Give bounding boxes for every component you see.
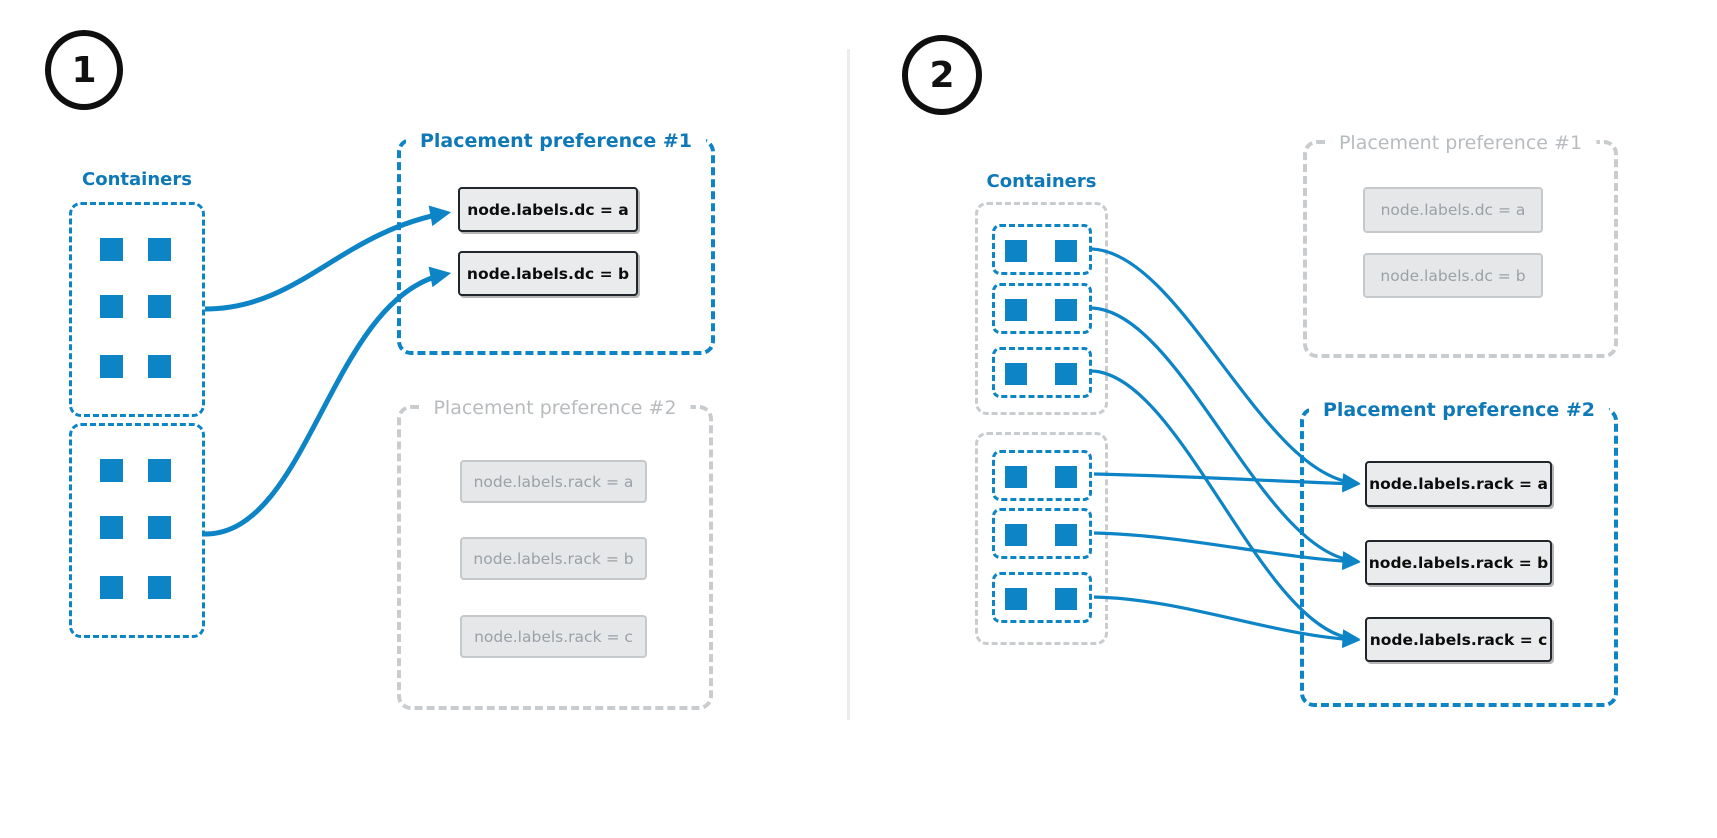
container-square-icon	[100, 238, 123, 261]
container-square-icon	[148, 355, 171, 378]
node-label-rack-c: node.labels.rack = c	[1365, 617, 1552, 662]
container-square-icon	[1005, 588, 1027, 610]
placement-preference-1-box: Placement preference #1 node.labels.dc =…	[1303, 130, 1618, 358]
placement-preference-2-box: Placement preference #2 node.labels.rack…	[397, 395, 713, 710]
container-square-icon	[1055, 299, 1077, 321]
node-label-rack-a: node.labels.rack = a	[460, 460, 647, 503]
container-square-icon	[148, 576, 171, 599]
container-square-icon	[1005, 524, 1027, 546]
node-label-dc-a: node.labels.dc = a	[458, 187, 638, 232]
placement-preference-1-title: Placement preference #1	[405, 128, 707, 154]
container-subgroup	[992, 283, 1092, 334]
placement-preference-1-title: Placement preference #1	[1324, 130, 1597, 156]
node-label-rack-b: node.labels.rack = b	[1365, 540, 1552, 585]
container-square-icon	[1005, 363, 1027, 385]
container-square-icon	[148, 295, 171, 318]
container-square-icon	[100, 295, 123, 318]
containers-label: Containers	[82, 169, 192, 190]
node-label-rack-c: node.labels.rack = c	[460, 615, 647, 658]
node-label-dc-b: node.labels.dc = b	[458, 251, 638, 296]
container-square-icon	[1055, 363, 1077, 385]
container-square-icon	[1055, 240, 1077, 262]
container-subgroup	[992, 572, 1092, 623]
container-square-icon	[1005, 299, 1027, 321]
container-group-inactive	[975, 432, 1108, 645]
container-subgroup	[992, 450, 1092, 501]
step-2-badge: 2	[902, 35, 982, 115]
container-square-icon	[1055, 588, 1077, 610]
step-1-badge: 1	[45, 30, 123, 110]
step-1-number: 1	[71, 49, 97, 91]
container-subgroup	[992, 224, 1092, 275]
containers-label: Containers	[986, 171, 1097, 192]
placement-preference-2-title: Placement preference #2	[1308, 397, 1610, 423]
placement-preference-2-title: Placement preference #2	[419, 395, 691, 421]
step-2-number: 2	[929, 54, 955, 96]
node-label-dc-b: node.labels.dc = b	[1363, 253, 1543, 298]
container-square-icon	[100, 355, 123, 378]
container-square-icon	[1005, 466, 1027, 488]
node-label-dc-a: node.labels.dc = a	[1363, 187, 1543, 233]
container-subgroup	[992, 508, 1092, 559]
node-label-rack-a: node.labels.rack = a	[1365, 461, 1552, 507]
container-subgroup	[992, 347, 1092, 398]
container-square-icon	[148, 459, 171, 482]
container-square-icon	[148, 516, 171, 539]
placement-preference-1-box: Placement preference #1 node.labels.dc =…	[397, 128, 715, 355]
container-group	[69, 423, 205, 638]
container-square-icon	[1055, 466, 1077, 488]
container-square-icon	[100, 516, 123, 539]
container-square-icon	[1055, 524, 1077, 546]
container-group	[69, 202, 205, 417]
panel-divider	[847, 49, 850, 720]
node-label-rack-b: node.labels.rack = b	[460, 537, 647, 580]
container-square-icon	[148, 238, 171, 261]
container-square-icon	[100, 576, 123, 599]
container-square-icon	[1005, 240, 1027, 262]
container-group-inactive	[975, 202, 1108, 415]
container-square-icon	[100, 459, 123, 482]
placement-preference-2-box: Placement preference #2 node.labels.rack…	[1300, 397, 1618, 707]
